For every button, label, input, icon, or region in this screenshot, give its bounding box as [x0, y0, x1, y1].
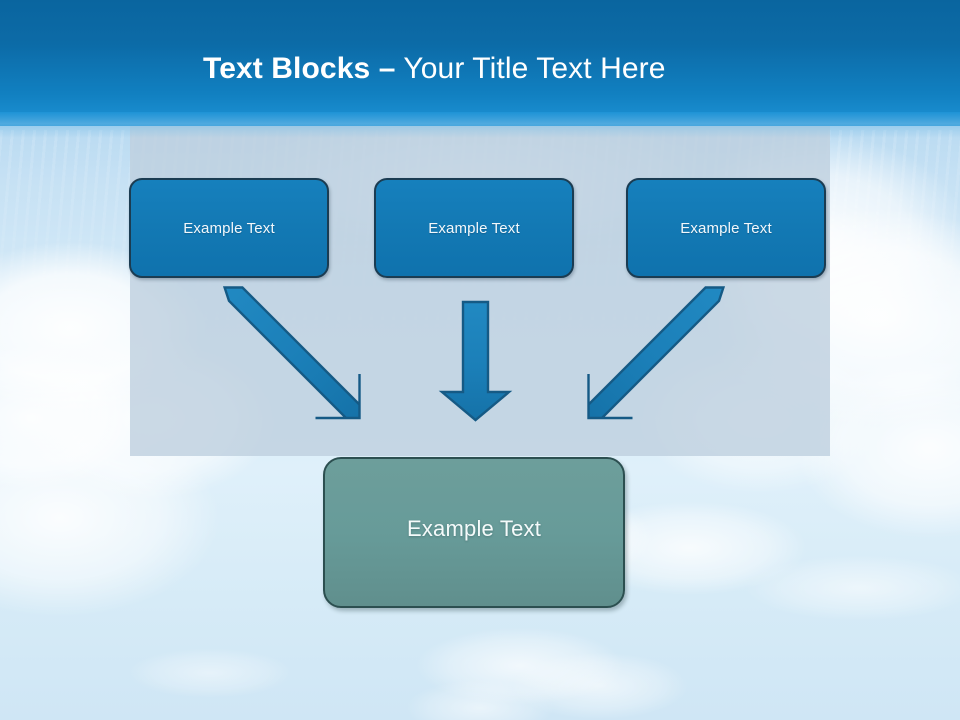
text-block-2[interactable]: Example Text	[374, 178, 574, 278]
title-header-band	[0, 0, 960, 126]
text-block-1[interactable]: Example Text	[129, 178, 329, 278]
text-block-3[interactable]: Example Text	[626, 178, 826, 278]
text-block-3-label: Example Text	[680, 219, 772, 237]
result-text-block[interactable]: Example Text	[323, 457, 625, 608]
header-fade-edge	[0, 112, 960, 138]
page-title: Text Blocks – Your Title Text Here	[203, 52, 666, 86]
content-panel-overlay	[130, 126, 830, 456]
page-title-light: Your Title Text Here	[395, 52, 666, 85]
text-block-1-label: Example Text	[183, 219, 275, 237]
page-title-strong: Text Blocks –	[203, 52, 396, 85]
text-block-2-label: Example Text	[428, 219, 520, 237]
result-text-block-label: Example Text	[406, 515, 542, 541]
